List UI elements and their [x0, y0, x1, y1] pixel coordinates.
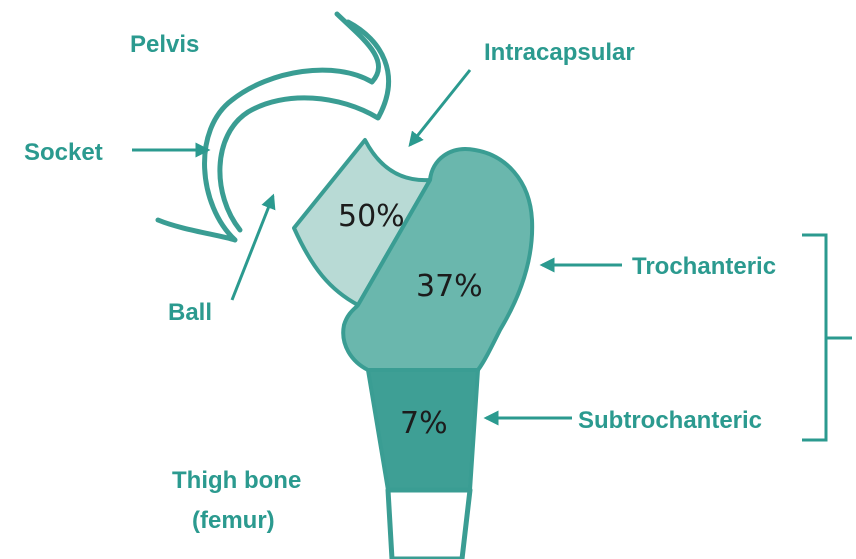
femur-shaft [388, 490, 470, 559]
label-pelvis: Pelvis [130, 31, 199, 58]
label-intracapsular: Intracapsular [484, 39, 635, 66]
label-ball: Ball [168, 299, 212, 326]
percent-subtrochanteric: 7% [400, 406, 448, 441]
label-trochanteric: Trochanteric [632, 253, 776, 280]
ball-arrow [232, 196, 273, 300]
label-subtrochanteric: Subtrochanteric [578, 407, 762, 434]
percent-trochanteric: 37% [416, 269, 483, 304]
label-femur: (femur) [192, 507, 275, 534]
percent-intracapsular: 50% [338, 199, 405, 234]
right-bracket [802, 235, 852, 440]
label-socket: Socket [24, 139, 103, 166]
intracapsular-arrow [410, 70, 470, 145]
femur [294, 140, 532, 559]
label-thigh-bone: Thigh bone [172, 467, 301, 494]
